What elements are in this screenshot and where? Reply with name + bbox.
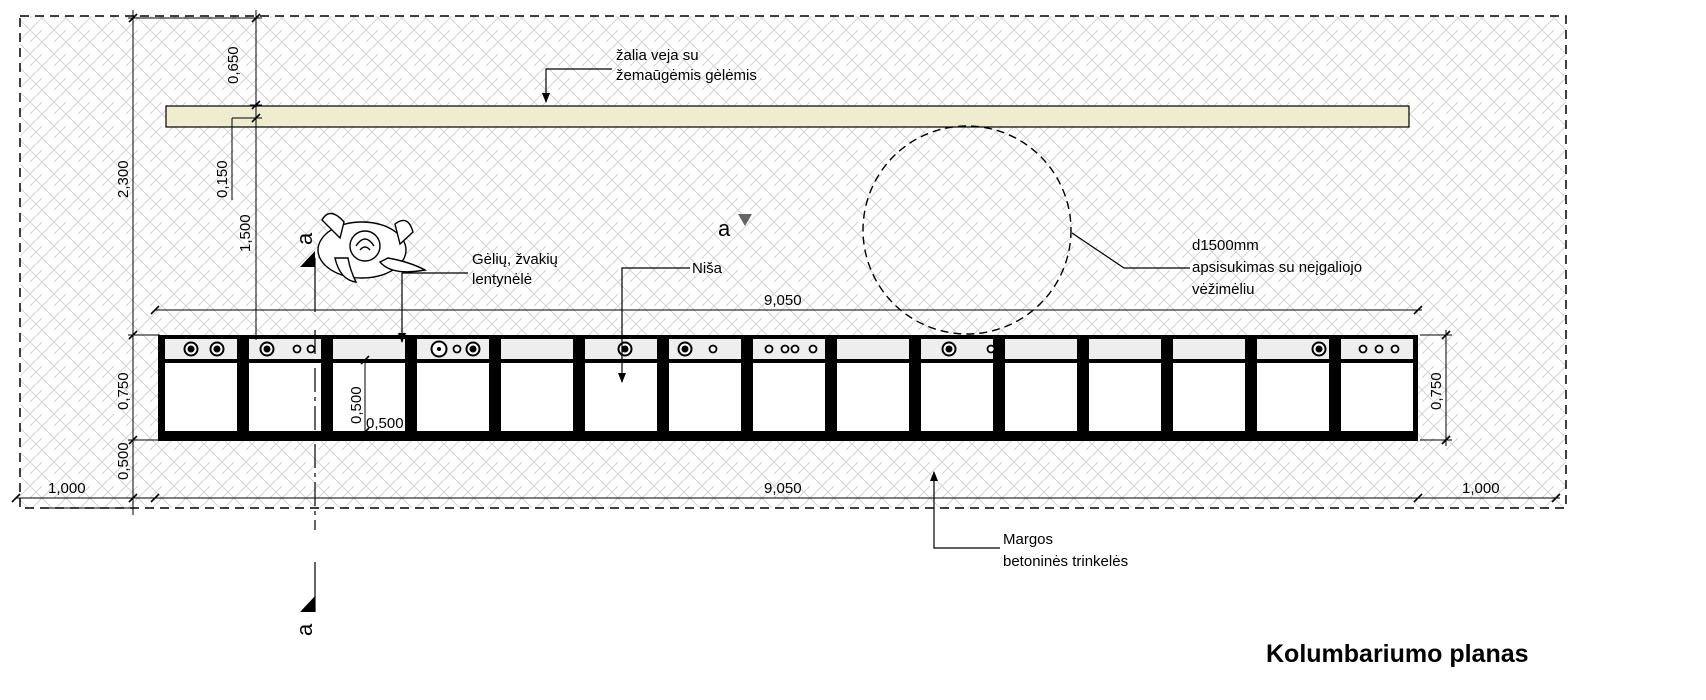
- lawn-strip: [165, 105, 1410, 128]
- urn-small: [808, 344, 818, 354]
- urn-small: [764, 344, 774, 354]
- niche-cell: [501, 363, 573, 431]
- urn-large-center: [263, 345, 271, 353]
- niche-shelf: [1173, 339, 1245, 359]
- urn-large-center: [187, 345, 195, 353]
- niche-shelf: [1257, 339, 1329, 359]
- niche-cell: [1089, 363, 1161, 431]
- niche-shelf: [1089, 339, 1161, 359]
- label-shelf-line1: Gėlių, žvakių: [472, 251, 558, 268]
- niche-shelf: [1005, 339, 1077, 359]
- urn-small: [780, 344, 790, 354]
- niche-shelf: [333, 339, 405, 359]
- dim-0650: 0,650: [225, 46, 242, 84]
- section-marker-bottom: [300, 596, 315, 612]
- niche-cell: [417, 363, 489, 431]
- dim-1000-right: 1,000: [1462, 480, 1500, 497]
- person-symbol: [317, 212, 428, 283]
- section-view-triangle: [738, 214, 752, 226]
- turning-circle: [862, 125, 1072, 335]
- urn-small: [708, 344, 718, 354]
- label-shelf: Gėlių, žvakių lentynėlė: [472, 251, 562, 288]
- urn-large-center: [213, 345, 221, 353]
- dim-9050-bottom: 9,050: [764, 480, 802, 497]
- dimension-ticks: [11, 13, 1561, 503]
- urn-large-center: [1315, 345, 1323, 353]
- label-turning: d1500mm apsisukimas su neįgaliojo vėžimė…: [1192, 237, 1366, 298]
- dim-0150: 0,150: [214, 160, 231, 198]
- niche-cell: [333, 363, 405, 431]
- label-niche: Niša: [692, 260, 723, 277]
- urn-large-center: [469, 345, 477, 353]
- vertical-dimensions: [16, 10, 1560, 515]
- dim-0750-right: 0,750: [1428, 372, 1445, 410]
- label-shelf-line2: lentynėlė: [472, 271, 532, 288]
- label-paving-line2: betoninės trinkelės: [1003, 553, 1128, 570]
- niche-cell: [1341, 363, 1413, 431]
- urn-small: [1390, 344, 1400, 354]
- niche-cell: [165, 363, 237, 431]
- niche-cell: [921, 363, 993, 431]
- section-line-a: [300, 251, 316, 612]
- urn-small: [452, 344, 462, 354]
- section-label-top: a: [292, 232, 317, 245]
- label-paving-line1: Margos: [1003, 531, 1053, 548]
- drawing-title: Kolumbariumo planas: [1266, 640, 1529, 668]
- dim-1000-left: 1,000: [48, 480, 86, 497]
- label-turning-line1: d1500mm: [1192, 237, 1259, 254]
- niche-shelf: [165, 339, 237, 359]
- label-lawn-line2: žemaūgėmis gėlėmis: [616, 67, 757, 84]
- dim-0750-left: 0,750: [115, 372, 132, 410]
- urn-small: [790, 344, 800, 354]
- dim-1500: 1,500: [237, 214, 254, 252]
- urn-large-center: [621, 345, 629, 353]
- urn-large-center: [945, 345, 953, 353]
- urn-small: [986, 344, 996, 354]
- niche-cell: [837, 363, 909, 431]
- dim-0500-vertical: 0,500: [348, 386, 365, 424]
- urn-small: [1358, 344, 1368, 354]
- niche-shelf: [837, 339, 909, 359]
- niche-cell: [585, 363, 657, 431]
- section-label-view: a: [718, 216, 731, 241]
- annotation-leaders: [398, 68, 1190, 549]
- niche-cell: [1173, 363, 1245, 431]
- columbarium-wall: [158, 335, 1418, 441]
- candle-holder-center: [437, 347, 441, 351]
- urn-small: [292, 344, 302, 354]
- niche-cell: [1257, 363, 1329, 431]
- niche-cell: [753, 363, 825, 431]
- label-paving: Margos betoninės trinkelės: [1003, 531, 1128, 570]
- label-turning-line3: vėžimėliu: [1192, 281, 1255, 298]
- section-marker-top: [300, 251, 315, 267]
- dim-0500-left: 0,500: [115, 442, 132, 480]
- section-label-bottom: a: [292, 623, 317, 636]
- dim-2300: 2,300: [115, 160, 132, 198]
- dim-0500-horizontal: 0,500: [366, 415, 404, 432]
- niche-shelf: [921, 339, 993, 359]
- niche-cell: [669, 363, 741, 431]
- label-lawn: žalia veja su žemaūgėmis gėlėmis: [616, 47, 757, 84]
- label-turning-line2: apsisukimas su neįgaliojo: [1192, 259, 1362, 276]
- niche-cell: [1005, 363, 1077, 431]
- dim-9050-top: 9,050: [764, 292, 802, 309]
- niche-shelf: [501, 339, 573, 359]
- niche-cell: [249, 363, 321, 431]
- label-lawn-line1: žalia veja su: [616, 47, 699, 64]
- urn-large-center: [681, 345, 689, 353]
- urn-small: [306, 344, 316, 354]
- urn-small: [1374, 344, 1384, 354]
